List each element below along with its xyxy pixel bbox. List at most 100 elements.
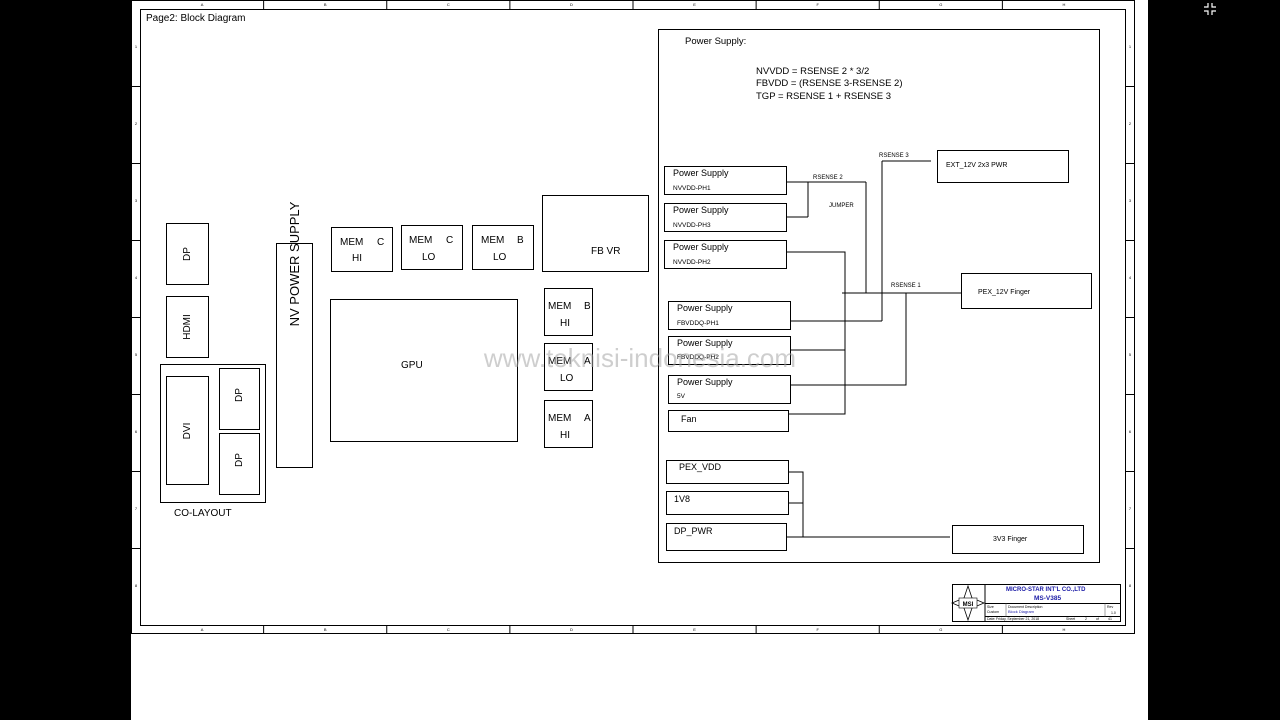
fb-vr-label: FB VR <box>591 246 620 257</box>
zone-col-label: H <box>1062 627 1065 632</box>
jumper-label: JUMPER <box>829 203 854 209</box>
rsense2-label: RSENSE 2 <box>813 175 843 181</box>
finger-3v3-block: 3V3 Finger <box>952 525 1084 554</box>
mem-a-lo-block: MEM A LO <box>544 343 593 391</box>
zone-col-label: E <box>693 627 696 632</box>
mem-label: MEM <box>548 301 571 312</box>
page-title: Page2: Block Diagram <box>146 13 246 24</box>
dp-colayout-1-box <box>219 368 260 430</box>
zone-col-label: F <box>816 627 819 632</box>
supply-sub: NVVDD-PH1 <box>673 185 711 192</box>
nv-power-supply-box <box>276 243 313 468</box>
supply-label: Power Supply <box>673 168 729 178</box>
nv-power-supply-label: NV POWER SUPPLY <box>287 201 302 326</box>
zone-row-label: 6 <box>1129 429 1132 434</box>
gpu-box <box>330 299 518 442</box>
zone-col-label: B <box>324 2 327 7</box>
rail-1v8: 1V8 <box>666 491 789 515</box>
rail-pex-vdd: PEX_VDD <box>666 460 789 484</box>
mem-label: MEM <box>409 235 432 246</box>
mem-bank: HI <box>352 253 362 264</box>
dp-colayout-2-box <box>219 433 260 495</box>
hdmi-connector-label: HDMI <box>182 314 193 340</box>
rsense1-label: RSENSE 1 <box>891 283 921 289</box>
formula-fbvdd: FBVDD = (RSENSE 3-RSENSE 2) <box>756 78 903 89</box>
zone-col-label: G <box>939 2 942 7</box>
sheet-value: 2 <box>1085 617 1087 621</box>
zone-col-label: G <box>939 627 942 632</box>
rail-label: 1V8 <box>674 494 690 504</box>
rev-value: 1.0 <box>1111 611 1116 615</box>
zone-row-label: 5 <box>135 352 138 357</box>
title-block: MSI MICRO-STAR INT'L CO.,LTD MS-V385 Siz… <box>950 584 1121 622</box>
colayout-label: CO-LAYOUT <box>174 508 232 519</box>
zone-col-label: D <box>570 2 573 7</box>
pex-finger-label: PEX_12V Finger <box>978 289 1031 296</box>
mem-channel: A <box>584 356 591 367</box>
msi-logo: MSI <box>950 584 986 622</box>
supply-sub: 5V <box>677 393 686 400</box>
company-name: MICRO-STAR INT'L CO.,LTD <box>1006 587 1086 593</box>
hdmi-connector-box <box>166 296 209 358</box>
rsense3-label: RSENSE 3 <box>879 153 909 159</box>
dvi-connector-box <box>166 376 209 485</box>
mem-bank: HI <box>560 318 570 329</box>
dp-connector-box <box>166 223 209 285</box>
mem-b-hi-block: MEM B HI <box>544 288 593 336</box>
date-value: Friday, September 21, 2018 <box>996 617 1039 621</box>
mem-bank: LO <box>493 252 507 263</box>
zone-row-label: 6 <box>135 429 138 434</box>
dp-connector-label: DP <box>182 247 193 261</box>
supply-sub: NVVDD-PH3 <box>673 222 711 229</box>
outer-border <box>131 0 1135 634</box>
rail-label: PEX_VDD <box>679 462 722 472</box>
size-label: Size <box>987 605 994 609</box>
zone-col-label: C <box>447 627 450 632</box>
fan-block: Fan <box>668 410 789 432</box>
supply-sub: NVVDD-PH2 <box>673 259 711 266</box>
power-wiring <box>787 160 962 538</box>
power-section-title: Power Supply: <box>685 36 746 47</box>
mem-bank: HI <box>560 430 570 441</box>
mem-channel: B <box>517 235 524 246</box>
mem-c-lo-block: MEM C LO <box>401 225 463 270</box>
mem-channel: A <box>584 413 591 424</box>
supply-nvvdd-ph3: Power Supply NVVDD-PH3 <box>664 203 787 232</box>
dvi-connector-label: DVI <box>182 423 193 440</box>
mem-b-lo-block: MEM B LO <box>472 225 534 270</box>
supply-nvvdd-ph1: Power Supply NVVDD-PH1 <box>664 166 787 195</box>
mem-label: MEM <box>548 413 571 424</box>
exit-fullscreen-icon[interactable] <box>1203 2 1217 16</box>
zone-row-label: 7 <box>135 506 138 511</box>
zone-row-label: 1 <box>1129 44 1132 49</box>
fan-label: Fan <box>681 414 697 424</box>
zone-row-label: 8 <box>135 583 138 588</box>
power-section-box <box>658 29 1100 563</box>
mem-c-hi-block: MEM C HI <box>331 227 393 272</box>
zone-row-label: 4 <box>1129 275 1132 280</box>
mem-bank: LO <box>422 252 436 263</box>
mem-channel: C <box>377 237 384 248</box>
supply-label: Power Supply <box>673 205 729 215</box>
msi-logo-text: MSI <box>963 602 974 608</box>
zone-col-label: D <box>570 627 573 632</box>
supply-sub: FBVDDQ-PH1 <box>677 320 719 327</box>
zone-col-label: A <box>201 627 204 632</box>
rail-label: DP_PWR <box>674 526 713 536</box>
zone-col-label: B <box>324 627 327 632</box>
watermark: www.teknisi-indonesia.com <box>483 343 796 373</box>
pex-12v-finger-block: PEX_12V Finger <box>961 273 1092 309</box>
fb-vr-box <box>542 195 649 272</box>
zone-row-label: 1 <box>135 44 138 49</box>
formula-nvvdd: NVVDD = RSENSE 2 * 3/2 <box>756 66 869 77</box>
supply-sub: FBVDDQ-PH2 <box>677 354 719 361</box>
of-value: 41 <box>1108 617 1112 621</box>
dp-colayout-1-label: DP <box>234 388 245 402</box>
mem-label: MEM <box>340 237 363 248</box>
dp-colayout-2-label: DP <box>234 453 245 467</box>
sheet-label: Sheet <box>1066 617 1075 621</box>
zone-row-label: 3 <box>135 198 138 203</box>
